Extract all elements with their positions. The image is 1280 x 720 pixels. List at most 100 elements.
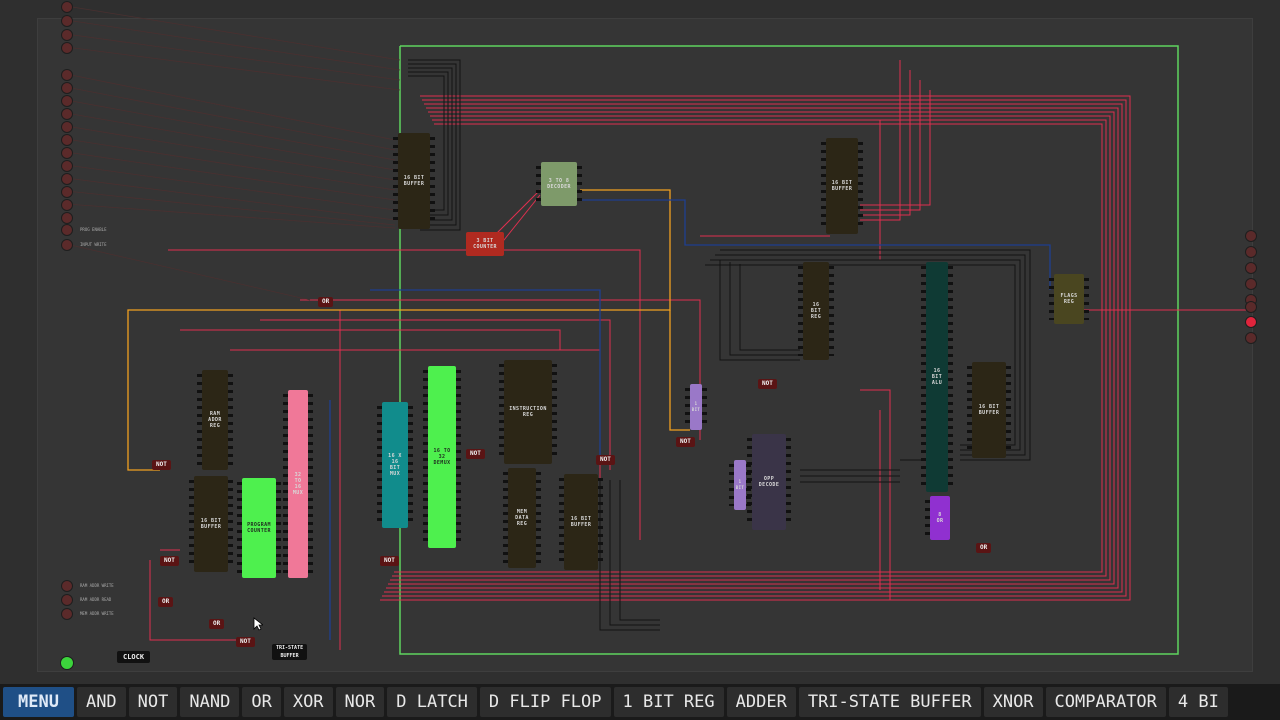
chip-1-bit-b[interactable]: 1 BIT (729, 460, 751, 510)
output-pin[interactable] (1245, 301, 1257, 313)
input-pin[interactable] (61, 199, 73, 211)
chip-16-bit-buffer-top[interactable]: 16 BIT BUFFER (393, 133, 435, 229)
chip-mem-data-reg[interactable]: MEM DATA REG (503, 468, 541, 568)
not-gate[interactable]: NOT (236, 637, 255, 647)
chip-16-bit-buffer-mem[interactable]: 16 BIT BUFFER (559, 474, 603, 570)
component-toolbar: MENU AND NOT NAND OR XOR NOR D LATCH D F… (0, 684, 1280, 720)
chip-16-bit-buffer-right[interactable]: 16 BIT BUFFER (821, 138, 863, 234)
not-gate[interactable]: NOT (152, 460, 171, 470)
chip-16-to-32-demux[interactable]: 16 TO 32 DEMUX (423, 366, 461, 548)
output-pin[interactable] (1245, 262, 1257, 274)
input-pin[interactable] (61, 82, 73, 94)
chip-label: MEM DATA REG (515, 509, 529, 527)
chip-program-counter[interactable]: PROGRAM COUNTER (237, 478, 281, 578)
output-pin-active[interactable] (1245, 316, 1257, 328)
chip-label: 3 BIT COUNTER (473, 238, 497, 250)
input-pin[interactable] (61, 108, 73, 120)
wire-red-bus (149, 60, 1250, 650)
input-pin[interactable] (61, 186, 73, 198)
chip-label: 16 BIT BUFFER (200, 518, 222, 530)
input-pin[interactable] (61, 69, 73, 81)
not-gate[interactable]: NOT (676, 437, 695, 447)
input-pin[interactable] (61, 1, 73, 13)
input-pin[interactable] (61, 15, 73, 27)
menu-button[interactable]: MENU (3, 687, 74, 717)
not-gate[interactable]: NOT (380, 556, 399, 566)
chip-label: RAM ADDR REG (208, 411, 222, 429)
chip-3-bit-counter[interactable]: 3 BIT COUNTER (466, 232, 504, 256)
wire-blue-2 (370, 289, 601, 460)
input-pin-ram-addr-read[interactable] (61, 594, 73, 606)
chip-label: FLAGS REG (1060, 293, 1078, 305)
input-pin[interactable] (61, 29, 73, 41)
input-pin[interactable] (61, 160, 73, 172)
chip-label: 1 BIT (735, 479, 745, 490)
input-pin-input-write[interactable] (61, 239, 73, 251)
component-d-flip-flop-button[interactable]: D FLIP FLOP (479, 687, 611, 717)
input-pin-ram-addr-write[interactable] (61, 580, 73, 592)
mouse-cursor-icon (253, 617, 263, 631)
chip-16-bit-buffer-pc[interactable]: 16 BIT BUFFER (189, 476, 233, 572)
pin-label: RAM ADDR READ (80, 597, 112, 602)
chip-16x16-bit-mux[interactable]: 16 X 16 BIT MUX (377, 402, 413, 528)
circuit-canvas[interactable]: PROG ENABLE INPUT WRITE RAM ADDR WRITE R… (0, 0, 1280, 684)
input-pin[interactable] (61, 121, 73, 133)
chip-16-bit-alu[interactable]: 16 BIT ALU (921, 262, 953, 492)
input-pin[interactable] (61, 134, 73, 146)
component-4-bit-button[interactable]: 4 BI (1168, 687, 1228, 717)
chip-label: 3 TO 8 DECODER (547, 178, 571, 190)
chip-opp-decode[interactable]: OPP DECODE (747, 434, 791, 530)
chip-8-or[interactable]: 8 OR (925, 496, 950, 540)
tri-state-buffer[interactable]: TRI-STATE BUFFER (272, 644, 308, 660)
clock-input-pin[interactable] (60, 656, 74, 670)
chip-label: 16 BIT REG (810, 302, 822, 320)
output-pin[interactable] (1245, 230, 1257, 242)
not-gate[interactable]: NOT (466, 449, 485, 459)
or-gate[interactable]: OR (976, 543, 992, 553)
component-not-button[interactable]: NOT (128, 687, 178, 717)
not-gate[interactable]: NOT (160, 556, 179, 566)
component-xor-button[interactable]: XOR (283, 687, 333, 717)
or-gate[interactable]: OR (158, 597, 174, 607)
chip-label: 16 BIT ALU (931, 368, 943, 386)
chip-32-to-16-mux[interactable]: 32 TO 16 MUX (283, 390, 313, 578)
component-or-button[interactable]: OR (242, 687, 281, 717)
output-pin[interactable] (1245, 246, 1257, 258)
chip-label: PROGRAM COUNTER (247, 522, 271, 534)
input-pin[interactable] (61, 42, 73, 54)
component-tri-state-buffer-button[interactable]: TRI-STATE BUFFER (798, 687, 981, 717)
input-pin-prog-enable[interactable] (61, 224, 73, 236)
chip-instruction-reg[interactable]: INSTRUCTION REG (499, 360, 557, 464)
chip-3-to-8-decoder[interactable]: 3 TO 8 DECODER (536, 162, 582, 206)
input-pin[interactable] (61, 212, 73, 224)
component-nand-button[interactable]: NAND (180, 687, 240, 717)
input-pin[interactable] (61, 147, 73, 159)
input-pin[interactable] (61, 173, 73, 185)
output-pin[interactable] (1245, 278, 1257, 290)
wire-input-lines (65, 5, 401, 301)
input-pin-mem-addr-write[interactable] (61, 608, 73, 620)
component-xnor-button[interactable]: XNOR (983, 687, 1043, 717)
not-gate[interactable]: NOT (596, 455, 615, 465)
chip-16-bit-reg[interactable]: 16 BIT REG (798, 262, 834, 360)
component-d-latch-button[interactable]: D LATCH (387, 687, 477, 717)
chip-ram-addr-reg[interactable]: RAM ADDR REG (197, 370, 233, 470)
chip-1-bit-a[interactable]: 1 BIT (685, 384, 707, 430)
component-adder-button[interactable]: ADDER (726, 687, 796, 717)
chip-flags-reg[interactable]: FLAGS REG (1049, 274, 1089, 324)
pin-label: INPUT WRITE (80, 242, 107, 247)
or-gate[interactable]: OR (209, 619, 225, 629)
chip-label: 16 BIT BUFFER (831, 180, 853, 192)
component-comparator-button[interactable]: COMPARATOR (1045, 687, 1166, 717)
chip-label: 1 BIT (691, 401, 701, 412)
output-pin[interactable] (1245, 332, 1257, 344)
component-nor-button[interactable]: NOR (335, 687, 385, 717)
component-1-bit-reg-button[interactable]: 1 BIT REG (613, 687, 724, 717)
not-gate[interactable]: NOT (758, 379, 777, 389)
component-and-button[interactable]: AND (76, 687, 126, 717)
or-gate[interactable]: OR (318, 297, 334, 307)
chip-label: 32 TO 16 MUX (292, 472, 304, 496)
chip-16-bit-buffer-alu[interactable]: 16 BIT BUFFER (967, 362, 1011, 458)
clock-block[interactable]: CLOCK (117, 651, 151, 663)
input-pin[interactable] (61, 95, 73, 107)
